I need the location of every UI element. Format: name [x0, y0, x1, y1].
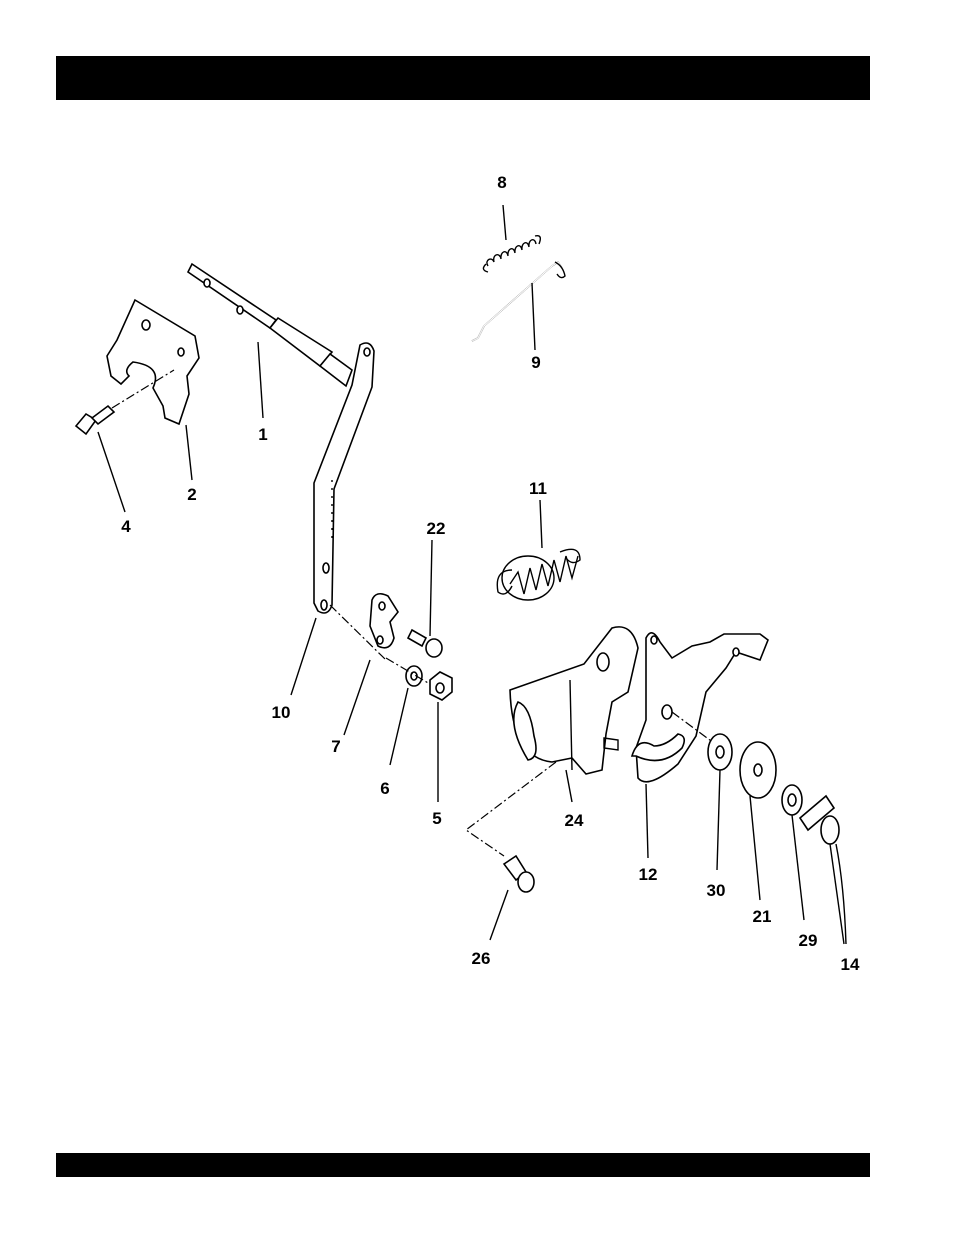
part-label-10: 10 — [272, 703, 291, 722]
part-label-12: 12 — [639, 865, 658, 884]
part-label-26: 26 — [472, 949, 491, 968]
part-label-6: 6 — [380, 779, 389, 798]
part-label-22: 22 — [427, 519, 446, 538]
bracket-plate-part-24 — [510, 627, 638, 802]
washer-part-29 — [782, 785, 804, 920]
part-label-5: 5 — [432, 809, 441, 828]
washer-part-21 — [740, 742, 776, 900]
wire-rod-part-9 — [472, 262, 565, 350]
lever-part-10 — [291, 343, 386, 695]
washer-part-6 — [386, 658, 440, 765]
shaft-part-1 — [188, 264, 352, 418]
part-label-4: 4 — [121, 517, 131, 536]
part-label-14: 14 — [841, 955, 860, 974]
part-label-2: 2 — [187, 485, 196, 504]
part-label-8: 8 — [497, 173, 506, 192]
bracket-part-2 — [107, 300, 199, 480]
spring-part-11 — [497, 500, 580, 600]
part-label-11: 11 — [529, 479, 547, 498]
spring-part-8 — [483, 205, 540, 272]
screw-part-26 — [466, 762, 556, 940]
part-label-29: 29 — [799, 931, 818, 950]
part-label-9: 9 — [531, 353, 540, 372]
lever-plate-part-12 — [632, 633, 768, 858]
part-label-30: 30 — [707, 881, 726, 900]
link-plate-part-7 — [344, 594, 398, 735]
bolt-part-22 — [408, 540, 442, 657]
part-label-7: 7 — [331, 737, 340, 756]
part-label-21: 21 — [753, 907, 772, 926]
part-label-1: 1 — [258, 425, 267, 444]
part-label-24: 24 — [565, 811, 584, 830]
nut-part-5 — [430, 672, 452, 802]
screw-part-14 — [800, 796, 846, 944]
